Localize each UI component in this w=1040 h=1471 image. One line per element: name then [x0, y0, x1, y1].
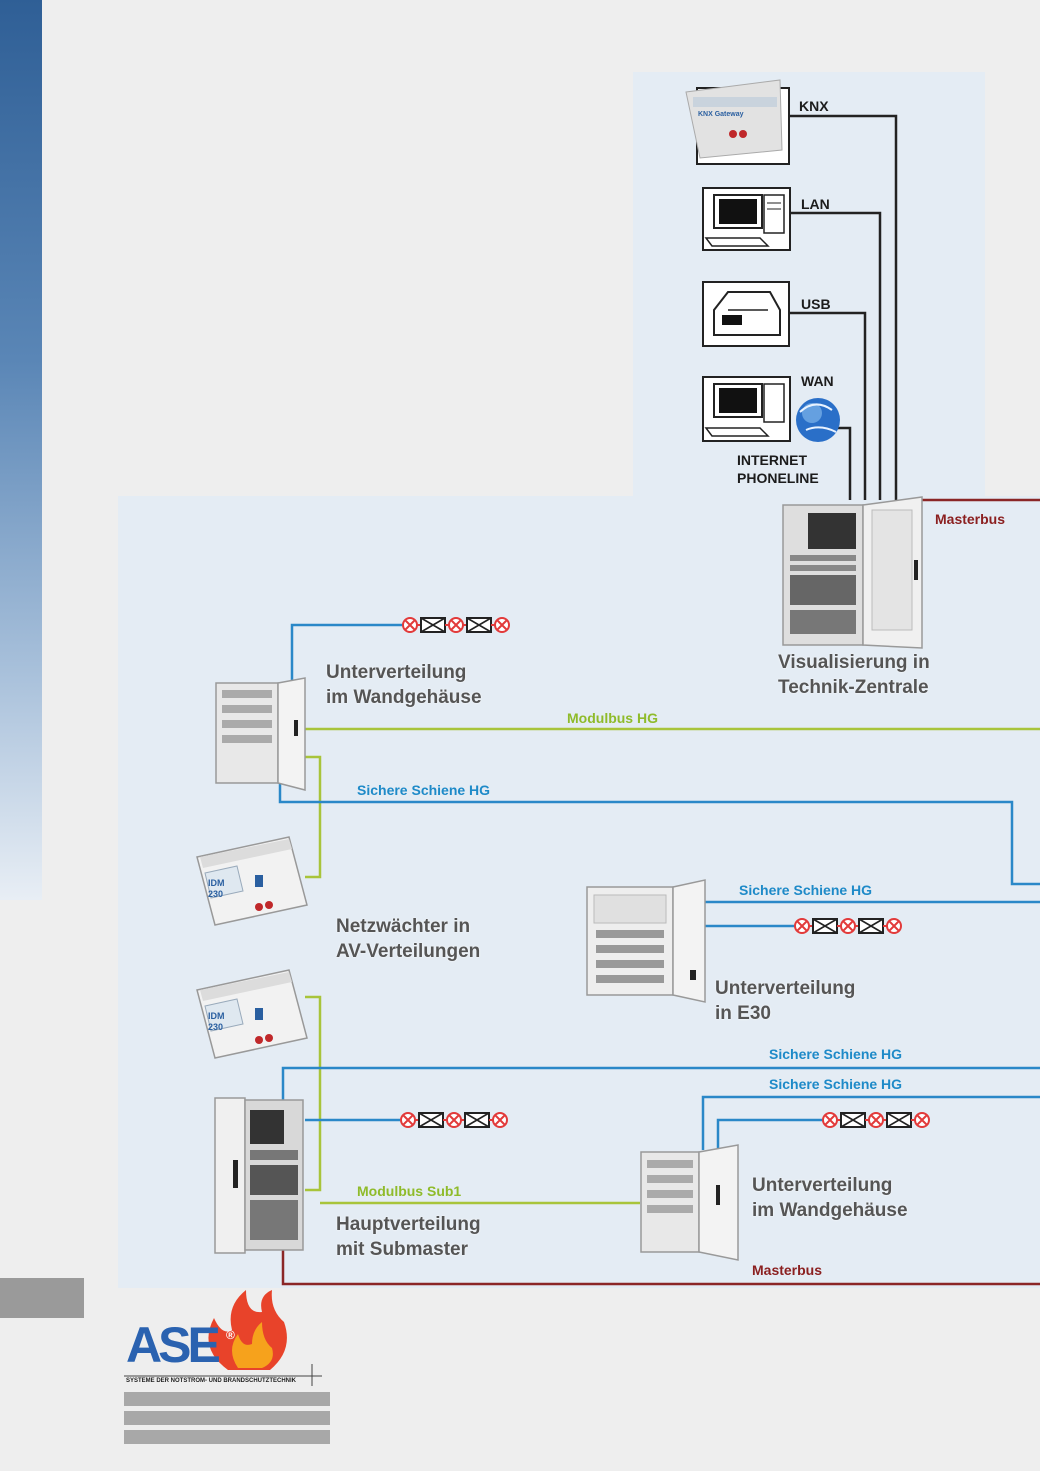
rail-uv2-lamps	[716, 1118, 823, 1150]
visualisierung-label-line1: Visualisierung in	[778, 652, 930, 673]
sichere-schiene-3-label: Sichere Schiene HG	[769, 1046, 903, 1062]
logo-bar-3	[124, 1430, 330, 1444]
uv-wandgehaeuse-2-line2: im Wandgehäuse	[752, 1200, 908, 1221]
netzwaechter-label: Netzwächter in AV-Verteilungen	[336, 914, 480, 964]
masterbus-top-label: Masterbus	[935, 511, 1006, 527]
internet-label: INTERNET	[737, 452, 807, 468]
knx-gateway-label: KNX Gateway	[698, 111, 744, 118]
uv-wandgehaeuse-2-label: Unterverteilung im Wandgehäuse	[752, 1173, 908, 1223]
uv-wandgehaeuse-1-line1: Unterverteilung	[326, 662, 467, 683]
uv-wandgehaeuse-1-label: Unterverteilung im Wandgehäuse	[326, 660, 482, 710]
sichere-schiene-2-label: Sichere Schiene HG	[739, 882, 873, 898]
sidebar-gradient	[0, 0, 42, 900]
lamp-chain-icon	[400, 1112, 508, 1128]
idm-1-label-a: IDM	[208, 878, 225, 888]
sichere-schiene-1-label: Sichere Schiene HG	[357, 782, 491, 798]
modulbus-netz-1	[305, 755, 322, 879]
lan-line	[790, 211, 882, 500]
pc-lan-icon	[702, 187, 791, 251]
idm-2-label-b: 230	[208, 1022, 223, 1032]
netzwaechter-line2: AV-Verteilungen	[336, 941, 481, 962]
internet-phoneline-label: INTERNET PHONELINE	[737, 451, 819, 487]
flame-icon	[208, 1290, 287, 1370]
visualisierung-cabinet	[782, 496, 923, 649]
hauptverteilung-line1: Hauptverteilung	[336, 1214, 481, 1235]
uv-wandgehaeuse-2-line1: Unterverteilung	[752, 1175, 893, 1196]
pc-wan-icon	[702, 376, 791, 442]
usb-label: USB	[801, 296, 831, 312]
usb-line	[790, 311, 867, 500]
masterbus-bottom-line	[281, 1250, 1040, 1286]
rail-uv1-lamps	[290, 623, 405, 680]
masterbus-bottom-label: Masterbus	[752, 1262, 823, 1278]
netzwaechter-line1: Netzwächter in	[336, 916, 471, 937]
logo-tagline: SYSTEME DER NOTSTROM- UND BRANDSCHUTZTEC…	[126, 1378, 296, 1384]
visualisierung-label-line2: Technik-Zentrale	[778, 677, 929, 698]
uv-wandgehaeuse-1-cabinet	[215, 677, 306, 791]
globe-icon	[796, 398, 840, 442]
hauptverteilung-label: Hauptverteilung mit Submaster	[336, 1212, 481, 1262]
knx-line	[790, 114, 898, 500]
rail-hg-4	[701, 1095, 1040, 1150]
page-tab	[0, 1278, 84, 1318]
sichere-schiene-4-label: Sichere Schiene HG	[769, 1076, 903, 1092]
lamp-chain-icon	[822, 1112, 930, 1128]
idm-1-label-b: 230	[208, 889, 223, 899]
rail-hg-3	[281, 1066, 1040, 1100]
uv-wandgehaeuse-2-cabinet	[640, 1144, 739, 1261]
modulbus-lines	[305, 727, 1040, 1205]
logo-bar-1	[124, 1392, 330, 1406]
lamp-chain-icon	[402, 617, 510, 633]
visualisierung-label: Visualisierung in Technik-Zentrale	[778, 650, 930, 700]
knx-label: KNX	[799, 98, 829, 114]
idm-2-label-a: IDM	[208, 1011, 225, 1021]
hauptverteilung-cabinet	[214, 1097, 304, 1254]
hauptverteilung-line2: mit Submaster	[336, 1239, 468, 1260]
logo-bar-2	[124, 1411, 330, 1425]
ase-logo-text: ASE	[126, 1317, 221, 1373]
modulbus-hg-label: Modulbus HG	[567, 710, 658, 726]
wan-label: WAN	[801, 373, 834, 389]
modulbus-netz-2	[305, 995, 322, 1192]
modulbus-sub1-label: Modulbus Sub1	[357, 1183, 462, 1199]
uv-e30-label: Unterverteilung in E30	[715, 976, 855, 1026]
idm-device-1: IDM 230	[196, 836, 308, 926]
lamp-chain-icon	[794, 918, 902, 934]
data-lines	[790, 114, 898, 500]
knx-gateway-device: KNX Gateway	[685, 79, 790, 165]
idm-device-2: IDM 230	[196, 969, 308, 1059]
uv-e30-line2: in E30	[715, 1003, 771, 1024]
uv-e30-line1: Unterverteilung	[715, 978, 856, 999]
logo-registered: ®	[226, 1328, 235, 1342]
phoneline-label: PHONELINE	[737, 470, 819, 486]
wan-line	[832, 426, 852, 500]
uv-wandgehaeuse-1-line2: im Wandgehäuse	[326, 687, 482, 708]
lan-label: LAN	[801, 196, 830, 212]
sichere-schiene-lines	[278, 623, 1040, 1150]
uv-e30-cabinet	[586, 879, 706, 1003]
printer-usb-icon	[702, 281, 790, 347]
masterbus-lines	[281, 498, 1040, 1286]
rail-hg-1	[278, 780, 1040, 886]
